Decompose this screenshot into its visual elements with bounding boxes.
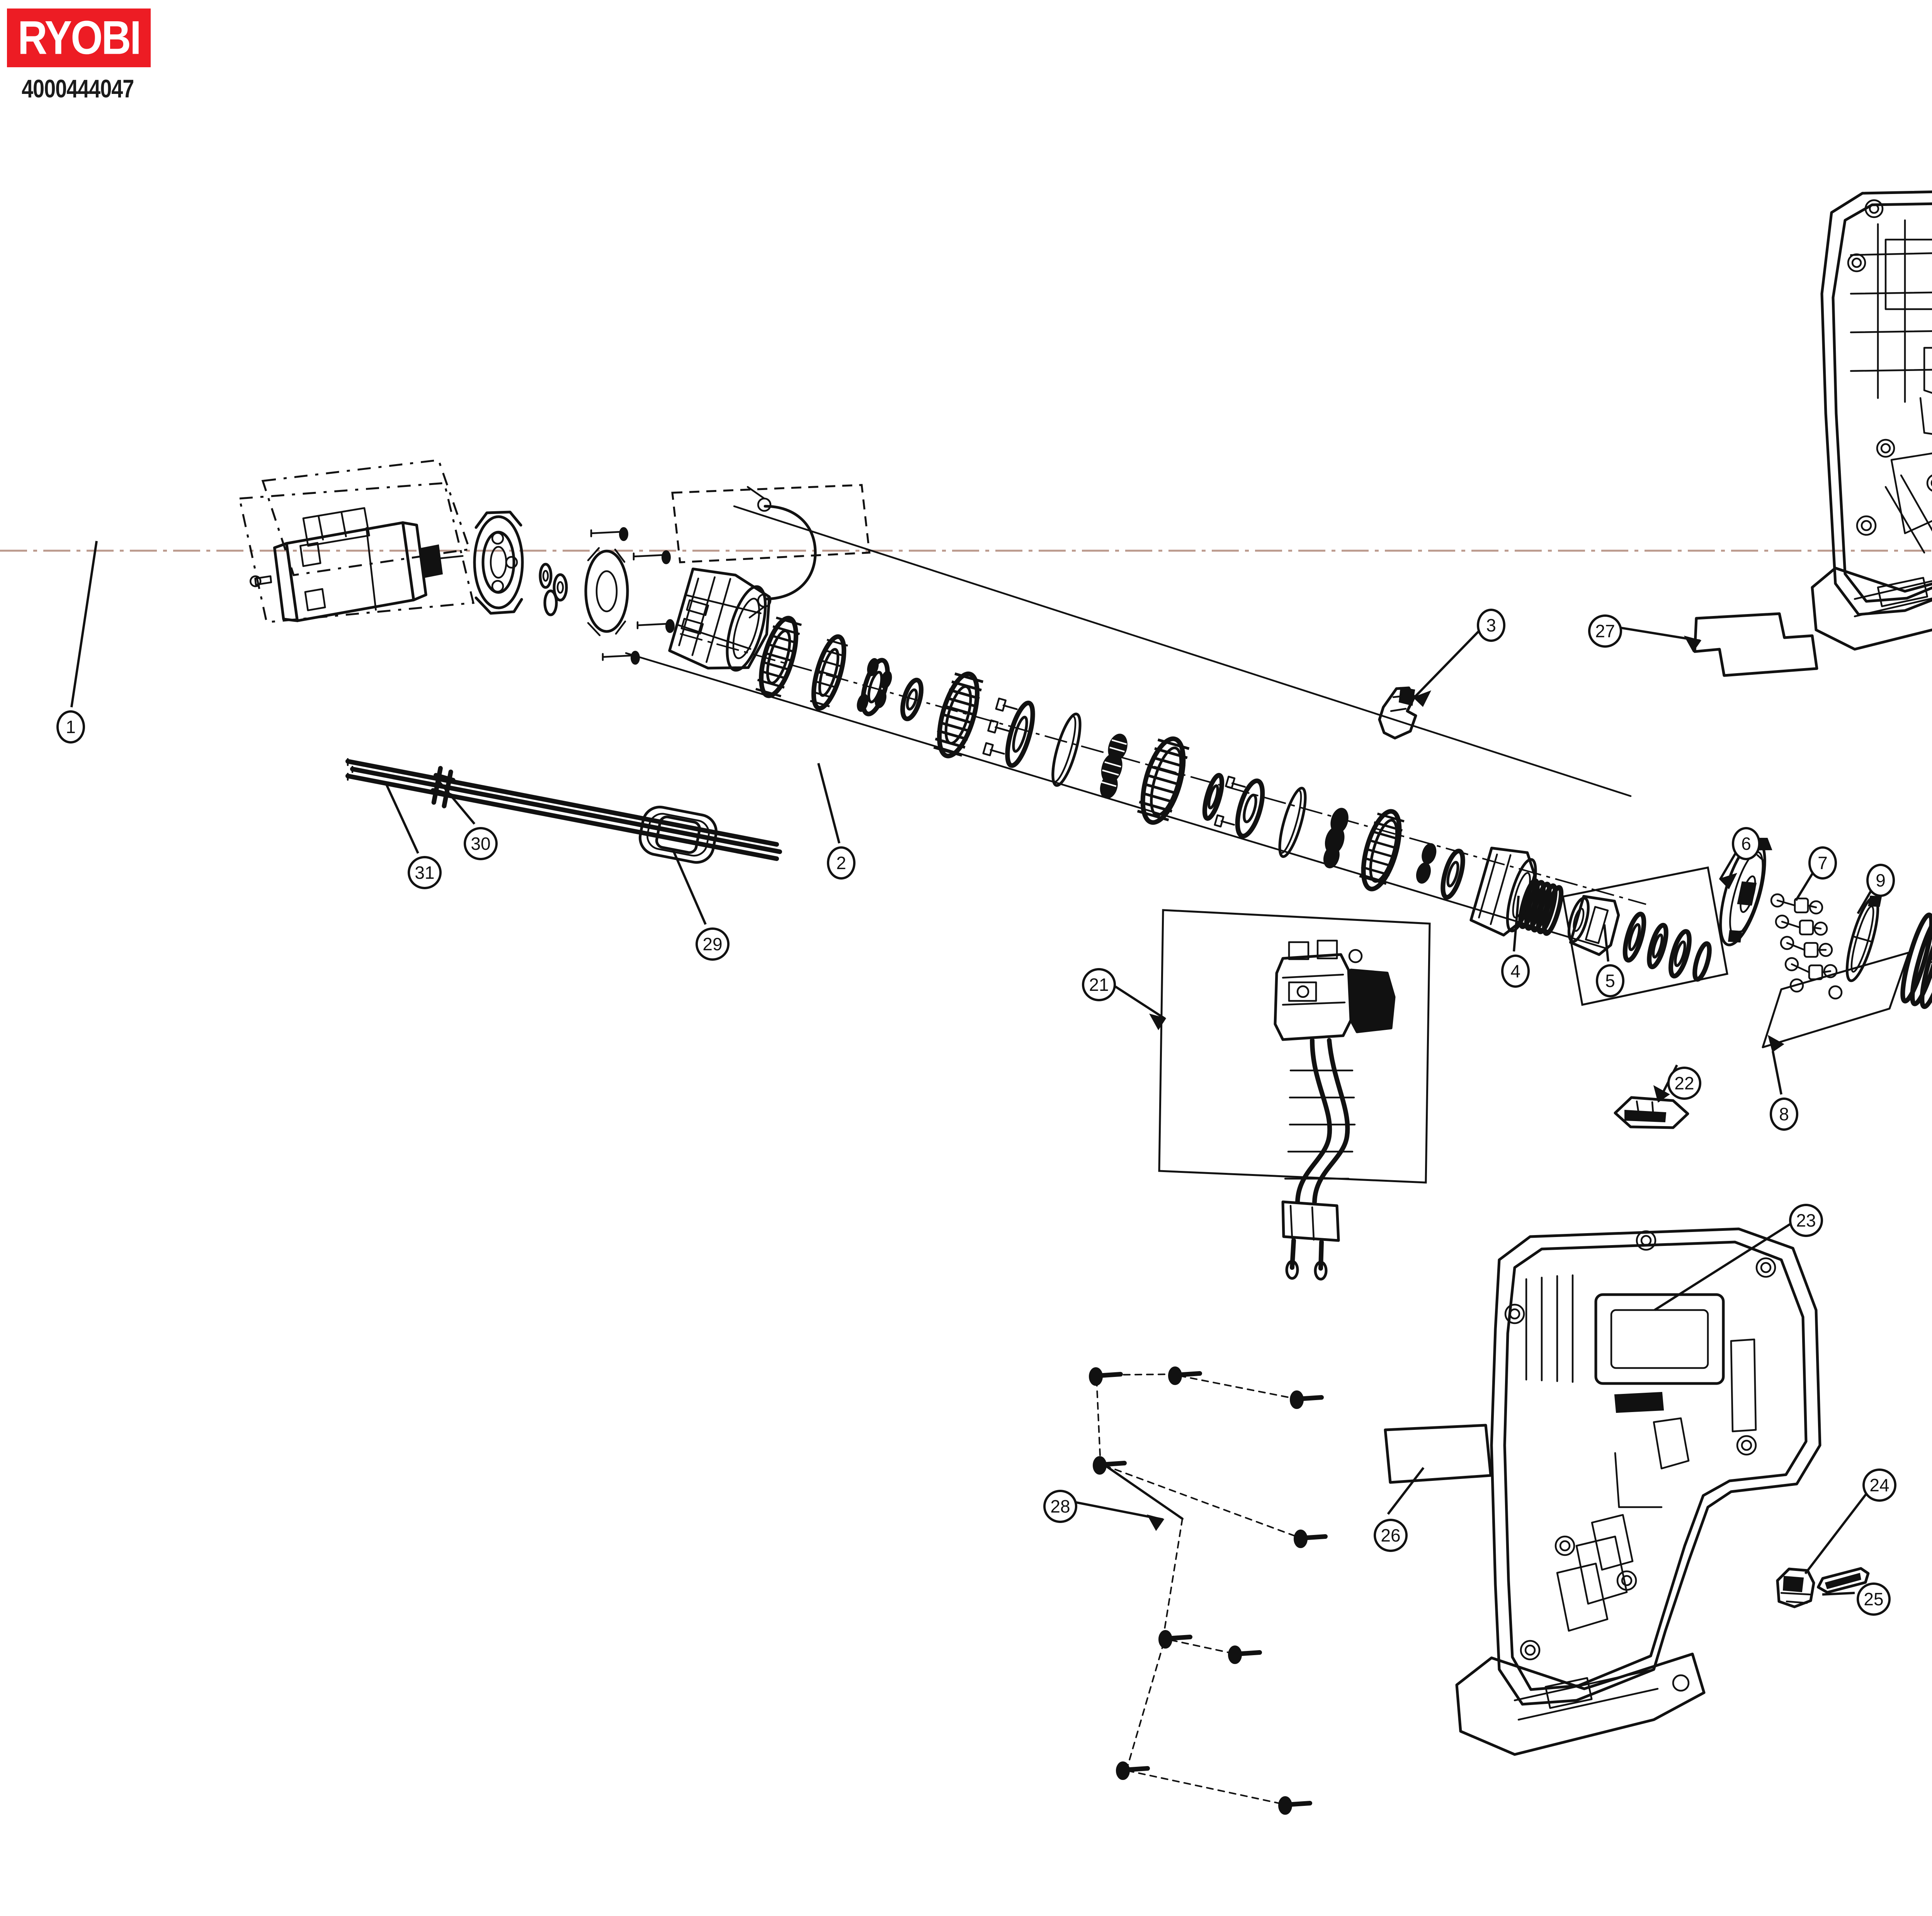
callout-27[interactable]: 27 — [1588, 614, 1622, 648]
screw-set — [1089, 1366, 1328, 1815]
housing-half-upper — [1820, 190, 1932, 616]
callout-8[interactable]: 8 — [1770, 1098, 1798, 1131]
callout-21[interactable]: 21 — [1082, 968, 1116, 1001]
switch-assembly — [1274, 939, 1396, 1281]
housing-half-upper-foot — [1811, 567, 1932, 651]
clutch-washer-9 — [1845, 895, 1882, 982]
callout-25[interactable]: 25 — [1857, 1582, 1891, 1616]
wire-tie — [430, 766, 456, 808]
callout-26-lower[interactable]: 26 — [1374, 1519, 1408, 1552]
wire-harness — [345, 758, 782, 864]
ryobi-logo: RYOBI — [7, 9, 151, 67]
motor-assembly — [238, 459, 475, 623]
callout-2[interactable]: 2 — [827, 846, 855, 880]
callout-4[interactable]: 4 — [1501, 955, 1530, 988]
direction-selector — [1378, 686, 1417, 740]
callout-29[interactable]: 29 — [696, 927, 730, 961]
clutch-spring — [1518, 878, 1564, 936]
clutch-detent — [1614, 1096, 1689, 1129]
callout-9[interactable]: 9 — [1866, 864, 1895, 897]
gear-train — [680, 616, 1646, 937]
contact-plate — [1693, 612, 1818, 677]
callout-5[interactable]: 5 — [1596, 964, 1624, 997]
motor-end-parts — [473, 510, 675, 665]
spindle-assembly — [1567, 895, 1620, 956]
leader-arrowheads — [1146, 635, 1784, 1531]
callout-23[interactable]: 23 — [1789, 1204, 1823, 1237]
clutch-pin-set — [1762, 893, 1910, 1048]
callout-6[interactable]: 6 — [1732, 827, 1760, 860]
callout-31[interactable]: 31 — [408, 856, 442, 889]
housing-half-lower-foot — [1455, 1652, 1706, 1756]
led-lens — [1817, 1567, 1870, 1594]
callout-28[interactable]: 28 — [1043, 1490, 1077, 1523]
callout-24[interactable]: 24 — [1862, 1468, 1896, 1502]
callout-3[interactable]: 3 — [1477, 609, 1505, 642]
gearbox-housing — [668, 567, 771, 672]
clutch-spring-10 — [1900, 912, 1932, 1009]
retaining-clip — [747, 486, 817, 619]
callout-22[interactable]: 22 — [1667, 1067, 1701, 1100]
part-number: 4000444047 — [22, 75, 134, 103]
callout-1[interactable]: 1 — [56, 710, 85, 744]
callout-30[interactable]: 30 — [464, 827, 498, 860]
led-module — [1776, 1567, 1815, 1608]
warning-label-lower — [1384, 1424, 1492, 1484]
leader-lines — [70, 541, 1878, 1596]
brand-name: RYOBI — [17, 11, 141, 65]
housing-half-lower — [1490, 1227, 1821, 1706]
callout-7[interactable]: 7 — [1808, 846, 1837, 880]
